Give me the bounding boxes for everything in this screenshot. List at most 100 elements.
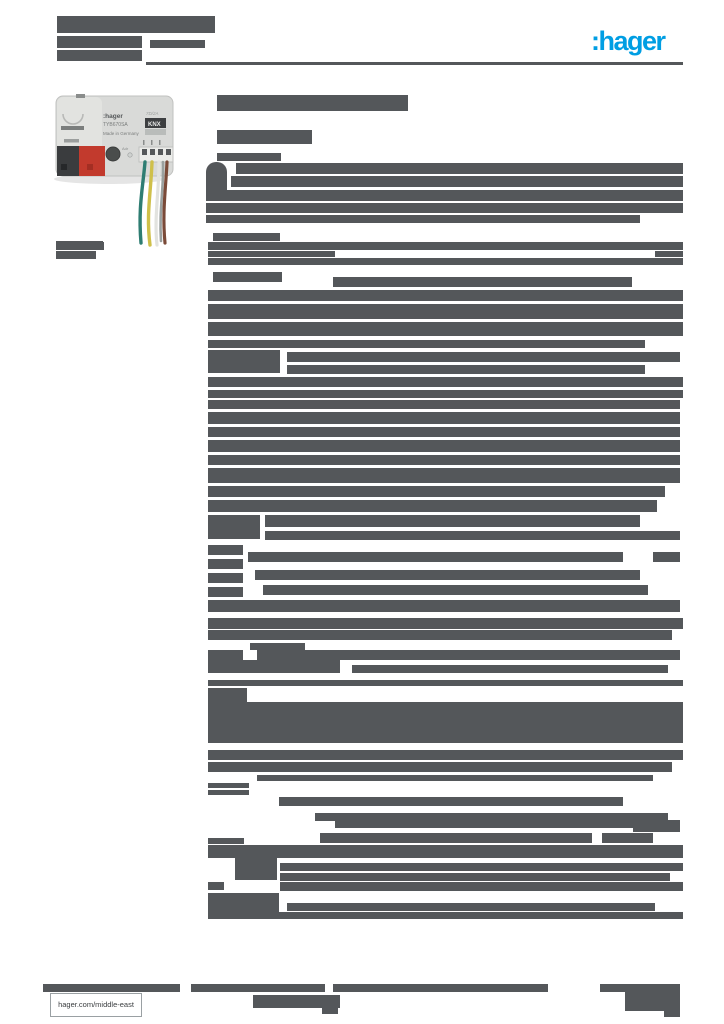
redacted-text-bar [217,153,281,161]
redacted-text-bar [208,702,683,743]
redacted-text-bar [208,660,340,673]
redacted-text-bar [43,984,180,992]
pin-mark [151,140,153,145]
redacted-text-bar [206,215,640,223]
redacted-text-bar [322,1008,338,1014]
wire-brown [162,160,169,245]
redacted-text-bar [206,190,683,201]
wire-gray [159,160,165,243]
knx-logo-sub [145,129,166,135]
redacted-text-bar [208,322,683,336]
pin-mark [159,140,161,145]
knx-logo-text: KNX [148,122,161,128]
device-label-smudge [61,126,84,130]
terminal-pin [166,149,171,155]
redacted-text-bar [208,377,683,387]
terminal-block [138,146,174,163]
redacted-text-bar [208,486,665,497]
device-top-slot [76,94,85,98]
redacted-text-bar [208,440,680,452]
redacted-text-bar [191,984,325,992]
hager-logo: :hager [591,26,666,56]
redacted-text-bar [208,559,243,569]
wire-white [154,160,161,247]
redacted-text-bar [206,203,683,213]
terminal-pin [150,149,155,155]
redacted-text-bar [208,545,243,555]
redacted-text-bar [625,984,680,1011]
redacted-text-bar [208,790,249,795]
redacted-text-bar [655,251,683,257]
redacted-text-bar [208,630,672,640]
redacted-text-bar [208,251,335,257]
redacted-text-bar [280,882,683,891]
redacted-text-bar [248,552,623,562]
redacted-text-bar [208,600,680,612]
redacted-text-bar [265,515,640,527]
redacted-text-bar [664,1011,680,1017]
redacted-text-bar [255,570,640,580]
redacted-text-bar [146,62,683,65]
redacted-text-bar [287,352,680,362]
redacted-text-bar [56,251,96,259]
device-brand-text: :hager [103,113,123,120]
redacted-text-bar [600,984,625,992]
redacted-text-bar [208,845,683,858]
redacted-text-bar [280,873,670,881]
redacted-text-bar [208,515,260,539]
wire-yellow [146,160,154,247]
redacted-text-bar [236,163,683,174]
redacted-text-bar [263,585,648,595]
bus-connector-black [57,146,79,176]
footer-website-link[interactable]: hager.com/middle-east [50,993,142,1017]
redacted-text-bar [253,995,340,1008]
redacted-text-bar [633,820,680,832]
redacted-text-bar [653,552,680,562]
status-led [127,152,133,158]
redacted-text-bar [320,833,592,843]
connector-slot [61,164,67,170]
redacted-text-bar [315,813,668,821]
redacted-text-bar [208,838,244,844]
redacted-text-bar [333,984,548,992]
redacted-text-bar [208,762,672,772]
redacted-text-bar [287,903,655,911]
redacted-text-bar [208,882,224,890]
redacted-text-bar [257,775,653,781]
device-label-smudge [64,139,79,143]
redacted-text-bar [208,783,249,788]
redacted-text-bar [213,272,282,282]
redacted-text-bar [208,455,680,465]
redacted-text-bar [333,277,632,287]
wire-teal [138,160,147,245]
redacted-text-bar [208,290,683,301]
redacted-text-bar [287,365,645,374]
redacted-text-bar [250,643,305,650]
redacted-text-bar [56,241,103,250]
device-origin-text: Made in Germany [103,131,140,136]
redacted-text-bar [257,650,680,660]
redacted-text-bar [213,233,280,241]
bus-connector-red [79,146,105,176]
redacted-text-bar [208,350,280,373]
redacted-text-bar [208,587,243,597]
redacted-text-bar [208,340,645,348]
redacted-text-bar [335,820,633,828]
terminal-pin [158,149,163,155]
redacted-text-bar [208,400,680,409]
redacted-text-bar [208,468,680,483]
terminal-pin [142,149,147,155]
redacted-text-bar [208,242,683,250]
pin-mark [143,140,145,145]
redacted-text-bar [57,50,142,61]
redacted-text-bar [279,797,623,806]
product-photo: :hager TYB670SA Made in Germany 7D/2A KN… [54,94,174,247]
redacted-text-bar [217,130,312,144]
redacted-text-bar [265,531,680,540]
redacted-text-bar [602,833,653,843]
redacted-text-bar [208,412,680,424]
device-recess [62,113,84,125]
redacted-text-bar [208,258,683,265]
redacted-text-bar [208,750,683,760]
